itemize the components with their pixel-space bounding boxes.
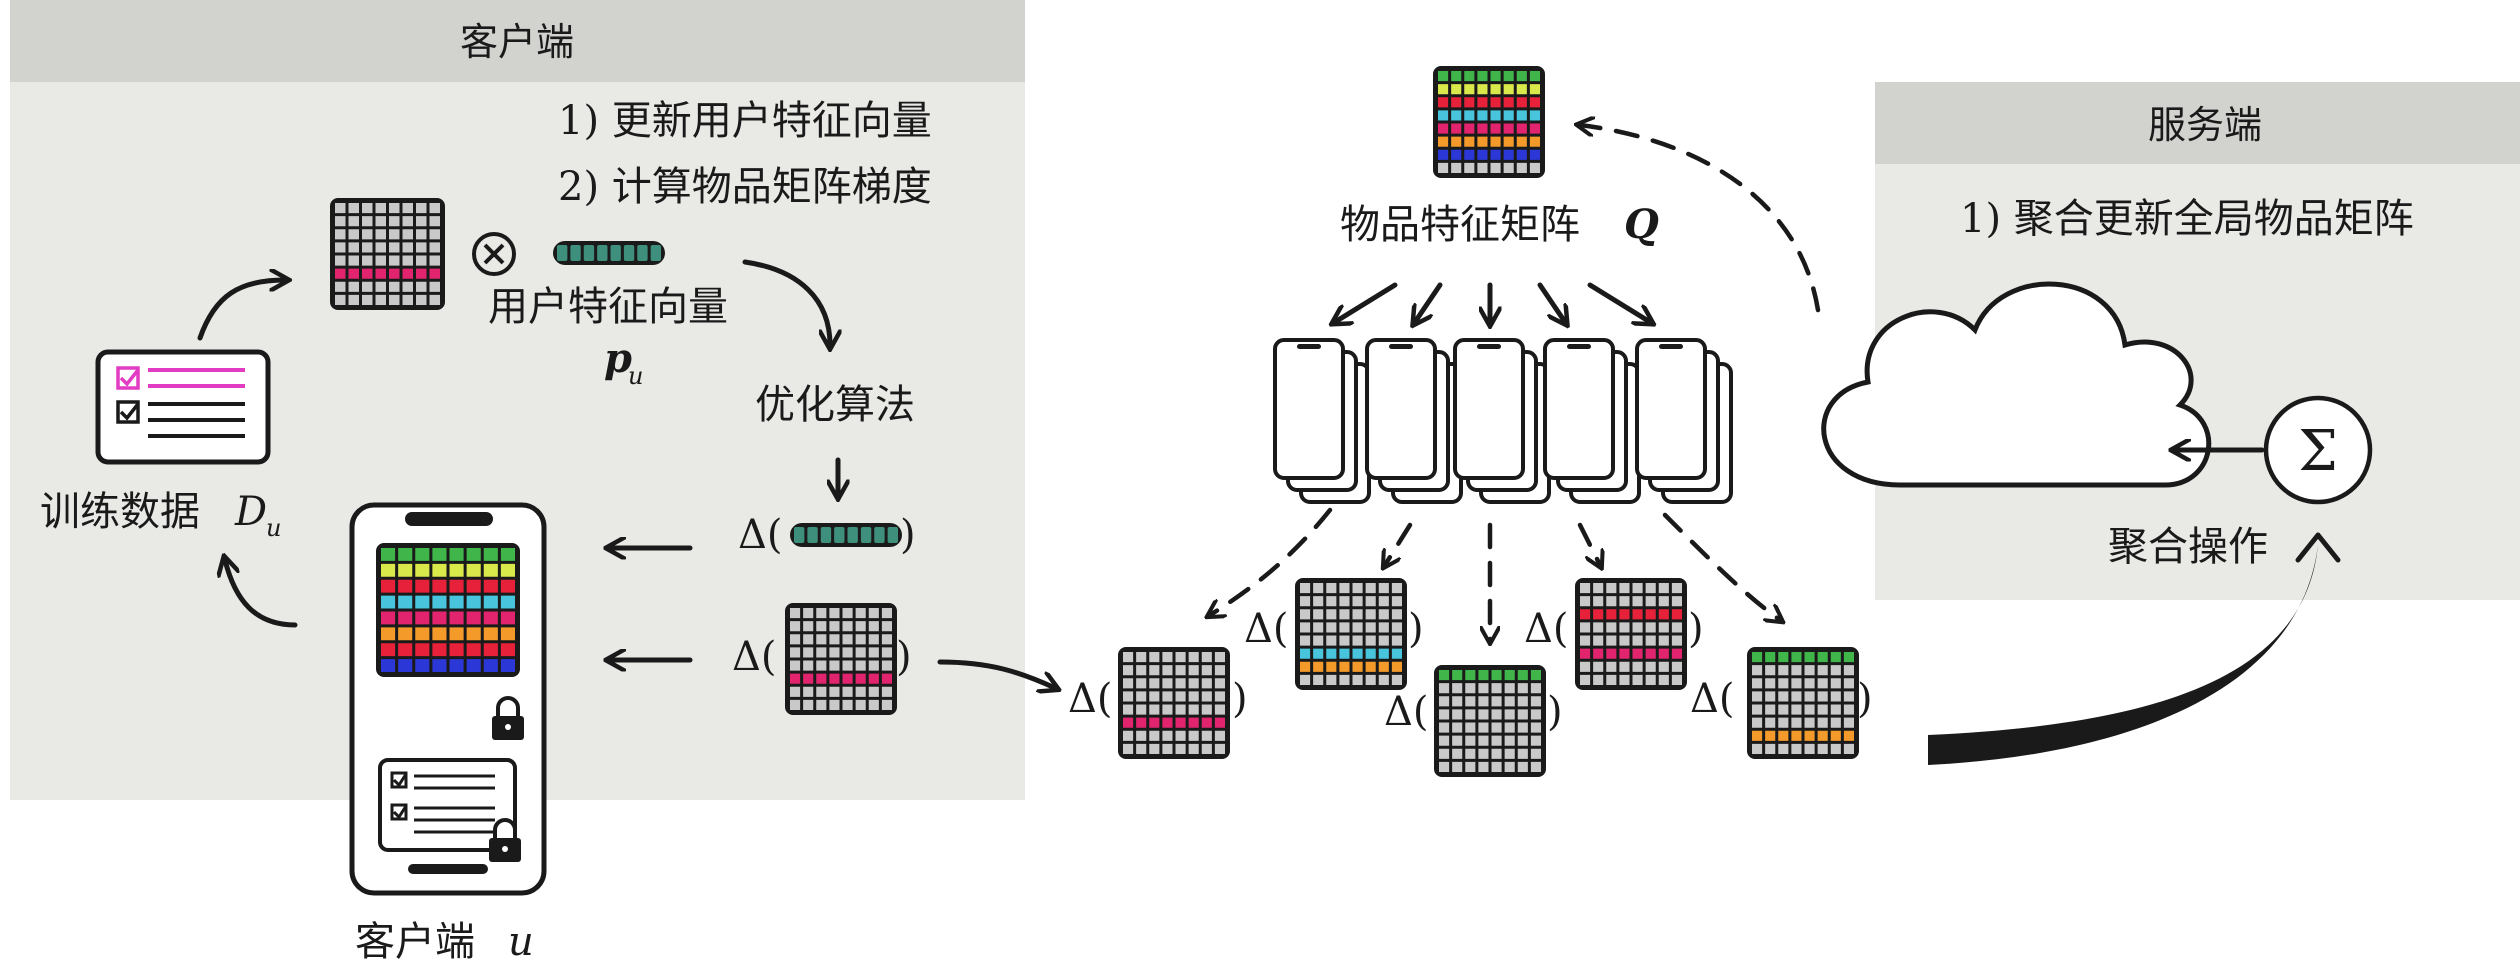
aggregate-label: 聚合操作 xyxy=(2108,524,2268,570)
phone-item-matrix xyxy=(376,543,520,677)
delta-1-prefix: Δ( xyxy=(1068,676,1113,722)
delta-5-suffix: ) xyxy=(1857,676,1873,722)
arrow-dist-1 xyxy=(1335,282,1398,322)
client-delta-matrix-1 xyxy=(1118,647,1230,759)
training-data-card xyxy=(95,349,271,465)
user-vector-label: 用户特征向量 xyxy=(488,284,728,330)
arrow-client-upload xyxy=(937,659,1055,688)
arrow-dist-4 xyxy=(1537,282,1565,322)
lock-icon xyxy=(489,818,521,862)
delta-4-suffix: ) xyxy=(1688,606,1704,652)
arrows xyxy=(197,125,2341,765)
multiply-icon xyxy=(472,232,516,276)
user-vector-subscript: u xyxy=(628,362,643,390)
user-vector xyxy=(553,241,665,265)
item-matrix-label: 物品特征矩阵 xyxy=(1340,202,1580,248)
client-delta-matrix-5 xyxy=(1747,647,1859,759)
arrow-dist-5 xyxy=(1587,282,1650,322)
client-phone-stack xyxy=(1635,338,1733,504)
delta-2-suffix: ) xyxy=(1408,606,1424,652)
client-item-matrix xyxy=(330,198,445,310)
client-delta-matrix-3 xyxy=(1434,665,1546,777)
client-delta-matrix-4 xyxy=(1575,578,1687,690)
client-phone-stack xyxy=(1543,338,1641,504)
item-feature-matrix xyxy=(1433,66,1545,178)
sum-symbol: Σ xyxy=(2298,419,2338,484)
delta-3-suffix: ) xyxy=(1547,689,1563,735)
arrow-to-aggregate xyxy=(1928,545,2318,765)
cloud-icon xyxy=(1821,281,2212,488)
optimizer-label: 优化算法 xyxy=(755,382,915,428)
delta-vector-suffix: ) xyxy=(900,512,916,558)
training-data-symbol: D xyxy=(234,489,267,535)
data-card-in-phone xyxy=(378,758,517,852)
training-data-subscript: u xyxy=(266,514,281,542)
delta-matrix-suffix: ) xyxy=(896,634,912,680)
checkbox-icon xyxy=(116,366,140,390)
client-device-label: 客户端 xyxy=(355,919,475,965)
client-phone-stack xyxy=(1365,338,1463,504)
arrow-dist-2 xyxy=(1415,282,1443,322)
server-step-1: 1) 聚合更新全局物品矩阵 xyxy=(1960,196,2414,242)
server-panel-title: 服务端 xyxy=(2148,103,2262,147)
user-vector-caption: 用户特征向量 p u xyxy=(488,284,728,390)
delta-5-prefix: Δ( xyxy=(1690,676,1735,722)
server-panel-header xyxy=(1875,82,2520,164)
training-data-caption: 训练数据 D u xyxy=(40,489,281,542)
delta-item-matrix xyxy=(785,603,897,715)
user-vector-symbol: p xyxy=(604,335,632,382)
server-panel: 服务端 1) 聚合更新全局物品矩阵 xyxy=(1875,82,2520,600)
arrow-vector-to-optimizer xyxy=(742,259,830,345)
client-device-symbol: u xyxy=(508,919,534,965)
delta-vector-prefix: Δ( xyxy=(738,512,783,558)
arrow-upload-5 xyxy=(1662,512,1780,620)
client-phone-group xyxy=(1273,338,1733,504)
arrow-aggregate-head xyxy=(2295,532,2341,563)
training-data-label: 训练数据 xyxy=(40,489,200,535)
lock-icon xyxy=(492,696,524,740)
client-step-1: 1) 更新用户特征向量 xyxy=(558,98,932,144)
client-delta-matrix-2 xyxy=(1295,578,1407,690)
delta-user-vector xyxy=(790,523,902,547)
client-step-2: 2) 计算物品矩阵梯度 xyxy=(558,164,932,210)
client-phone-stack xyxy=(1453,338,1551,504)
client-panel-header xyxy=(10,0,1025,82)
delta-4-prefix: Δ( xyxy=(1524,606,1569,652)
item-matrix-caption: 物品特征矩阵 Q xyxy=(1340,201,1659,248)
sum-icon: Σ xyxy=(2263,395,2373,505)
delta-2-prefix: Δ( xyxy=(1244,606,1289,652)
arrow-phone-to-data xyxy=(225,560,298,628)
delta-matrix-prefix: Δ( xyxy=(732,634,777,680)
item-matrix-symbol: Q xyxy=(1624,201,1659,248)
arrow-data-to-matrix xyxy=(197,280,285,341)
client-panel-title: 客户端 xyxy=(460,20,574,64)
arrow-upload-1 xyxy=(1210,507,1333,615)
arrow-cloud-to-matrix xyxy=(1580,125,1821,313)
arrow-upload-4 xyxy=(1577,522,1600,565)
checkbox-icon xyxy=(116,400,140,424)
delta-3-prefix: Δ( xyxy=(1384,689,1429,735)
client-device-caption: 客户端 u xyxy=(355,919,534,965)
client-phone-stack xyxy=(1273,338,1371,504)
delta-1-suffix: ) xyxy=(1232,676,1248,722)
arrow-upload-2 xyxy=(1385,522,1413,565)
